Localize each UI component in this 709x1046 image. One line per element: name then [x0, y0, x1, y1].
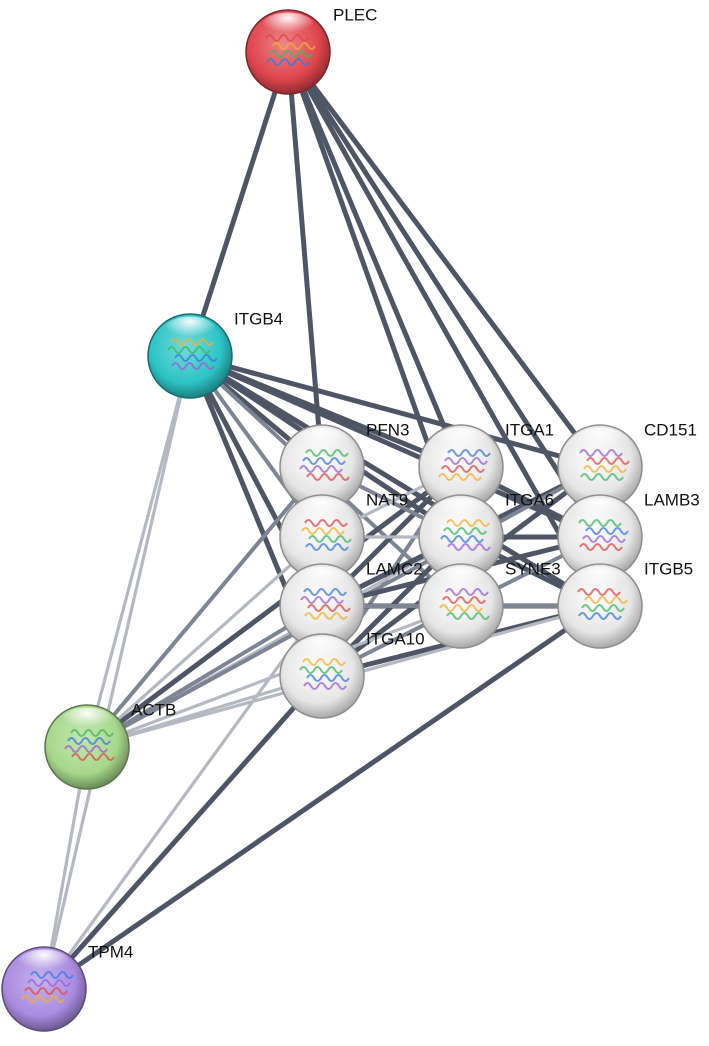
node-label-syne3: SYNE3 [505, 559, 561, 578]
node-highlight [434, 427, 488, 455]
node-label-itga1: ITGA1 [505, 420, 554, 439]
node-nat9[interactable]: NAT9 [279, 490, 408, 580]
node-itga6[interactable]: ITGA6 [418, 490, 554, 580]
node-label-cd151: CD151 [644, 420, 697, 439]
node-cd151[interactable]: CD151 [557, 420, 697, 510]
node-label-tpm4: TPM4 [88, 942, 133, 961]
protein-structure-icon [577, 588, 628, 620]
node-highlight [434, 497, 488, 525]
node-itga10[interactable]: ITGA10 [279, 629, 425, 719]
edge-itgb4-tpm4[interactable] [42, 354, 192, 991]
node-itga1[interactable]: ITGA1 [418, 420, 554, 510]
node-highlight [573, 497, 627, 525]
node-tpm4[interactable]: TPM4 [1, 942, 133, 1032]
edge-plec-cd151[interactable] [285, 49, 603, 470]
edge-itgb4-actb[interactable] [85, 354, 192, 749]
node-highlight [295, 427, 349, 455]
edge-nat9-actb[interactable] [85, 535, 324, 749]
node-label-actb: ACTB [131, 700, 176, 719]
node-highlight [434, 566, 488, 594]
edge-lamc2-tpm4[interactable] [42, 604, 324, 991]
node-highlight [573, 427, 627, 455]
node-highlight [295, 497, 349, 525]
node-label-itga6: ITGA6 [505, 490, 554, 509]
node-label-lamc2: LAMC2 [366, 559, 423, 578]
edge-plec-itga1[interactable] [285, 49, 464, 470]
node-itgb5[interactable]: ITGB5 [557, 559, 693, 649]
node-highlight [261, 12, 315, 40]
node-syne3[interactable]: SYNE3 [418, 559, 561, 649]
node-label-itga10: ITGA10 [366, 629, 425, 648]
node-label-itgb5: ITGB5 [644, 559, 693, 578]
edge-syne3-actb[interactable] [85, 604, 463, 749]
node-label-nat9: NAT9 [366, 490, 408, 509]
node-highlight [295, 636, 349, 664]
edge-itgb5-tpm4[interactable] [41, 603, 603, 992]
edge-itga10-tpm4[interactable] [41, 673, 325, 992]
edge-plec-pfn3[interactable] [285, 49, 325, 470]
node-label-pfn3: PFN3 [366, 420, 409, 439]
node-highlight [60, 707, 114, 735]
protein-structure-icon [21, 971, 74, 1003]
node-highlight [573, 566, 627, 594]
node-label-itgb4: ITGB4 [234, 309, 283, 328]
edge-itgb4-cd151[interactable] [187, 353, 603, 470]
edge-plec-lamb3[interactable] [285, 49, 603, 540]
edge-itga1-actb[interactable] [84, 464, 464, 750]
edge-lamc2-actb[interactable] [85, 604, 324, 749]
node-highlight [163, 316, 217, 344]
edge-pfn3-actb[interactable] [85, 465, 324, 749]
node-label-plec: PLEC [333, 5, 377, 24]
node-itgb4[interactable]: ITGB4 [147, 309, 283, 399]
edge-itgb4-itgb5[interactable] [187, 353, 603, 609]
edge-itgb4-lamb3[interactable] [187, 353, 603, 540]
node-label-lamb3: LAMB3 [644, 490, 700, 509]
node-highlight [295, 566, 349, 594]
node-actb[interactable]: ACTB [44, 700, 176, 790]
node-plec[interactable]: PLEC [245, 5, 377, 95]
node-highlight [17, 949, 71, 977]
node-lamc2[interactable]: LAMC2 [279, 559, 423, 649]
node-lamb3[interactable]: LAMB3 [557, 490, 700, 580]
edge-plec-itgb4[interactable] [187, 49, 291, 359]
